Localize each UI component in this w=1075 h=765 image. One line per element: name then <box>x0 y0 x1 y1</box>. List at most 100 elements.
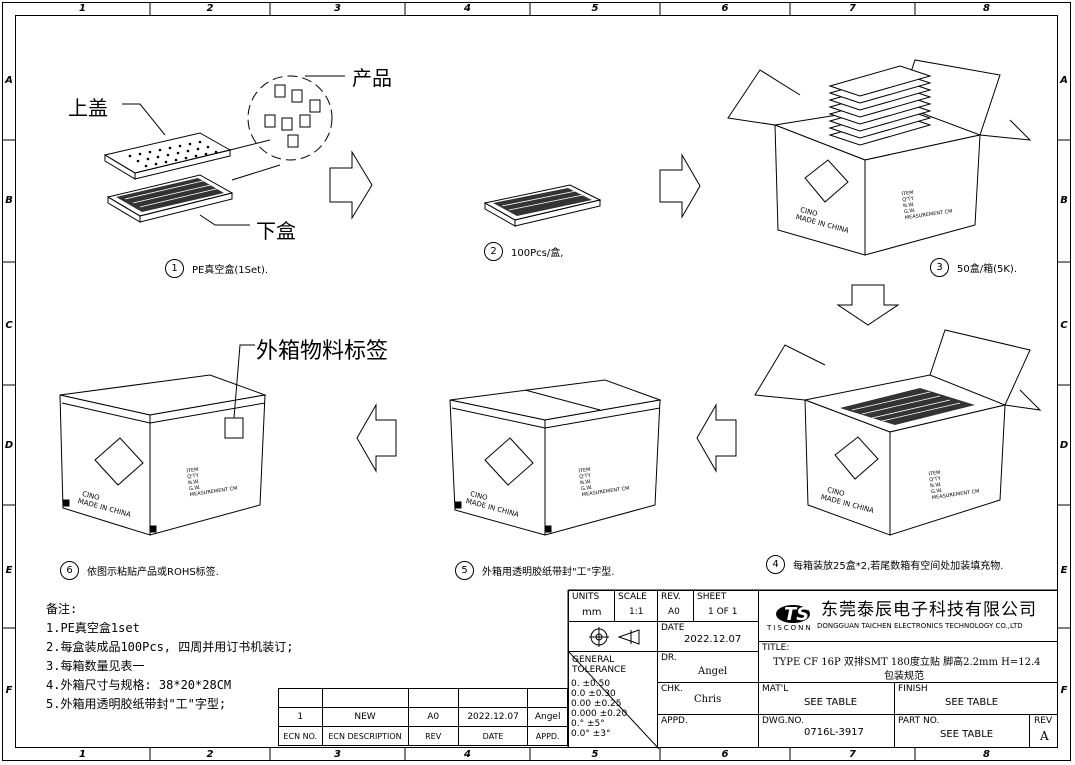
zone-row-right: E <box>1060 565 1068 576</box>
checked-cell: CHK. Chris <box>657 682 759 715</box>
drawn-cell: DR. Angel <box>657 651 759 683</box>
title-cell: TITLE: TYPE CF 16P 双排SMT 180度立贴 脚高2.2mm … <box>758 641 1058 683</box>
ecn-rev: A0 <box>407 707 459 727</box>
step-text: PE真空盒(1Set). <box>192 265 269 276</box>
label-sticker <box>224 417 244 439</box>
lid-tray-drawing <box>103 132 234 223</box>
zone-col-top: 1 <box>79 3 86 14</box>
revision-header: ECN NO. ECN DESCRIPTION REV DATE APPD. <box>278 726 568 746</box>
revision-letter-cell: REV A <box>1029 714 1058 748</box>
drawing-number-cell: DWG.NO. 0716L-3917 <box>758 714 895 748</box>
units-cell: UNITS mm <box>568 590 615 622</box>
finish-cell: FINISH SEE TABLE <box>894 682 1058 715</box>
svg-text:TS: TS <box>784 604 809 625</box>
zone-row-left: A <box>5 75 13 86</box>
company-logo-icon: TS <box>776 604 810 625</box>
company-cell: TS TISCONN 东莞泰辰电子科技有限公司 DONGGUAN TAICHEN… <box>758 590 1058 642</box>
rev-cell: REV. A0 <box>657 590 694 622</box>
zone-col-bottom: 8 <box>983 749 990 760</box>
step-2: 2 100Pcs/盒, <box>484 242 563 261</box>
bottom-box-label: 下盒 <box>256 219 296 243</box>
zone-col-bottom: 3 <box>334 749 341 760</box>
zone-col-top: 5 <box>591 3 599 14</box>
product-label: 产品 <box>352 66 392 90</box>
flow-arrows <box>329 150 900 473</box>
ecn-description: NEW <box>321 707 409 727</box>
material-cell: MAT'L SEE TABLE <box>758 682 895 715</box>
zone-col-top: 6 <box>721 3 729 14</box>
note-item: 3.每箱数量见表一 <box>46 659 145 673</box>
step-number: 2 <box>484 242 503 261</box>
step-5: 5 外箱用透明胶纸带封"工"字型. <box>455 561 614 580</box>
zone-col-bottom: 5 <box>591 749 599 760</box>
step-number: 3 <box>930 258 949 277</box>
step-3: 3 50盒/箱(5K). <box>930 258 1017 277</box>
zone-row-left: F <box>5 685 13 696</box>
note-item: 5.外箱用透明胶纸带封"工"字型; <box>46 697 227 711</box>
zone-col-bottom: 1 <box>79 749 86 760</box>
sealed-box-6 <box>59 344 267 536</box>
zone-col-top: 2 <box>206 3 214 14</box>
zone-col-bottom: 4 <box>464 749 471 760</box>
tolerance-cell: GENERAL TOLERANCE 0. ±0.50 0.0 ±0.30 0.0… <box>568 651 659 749</box>
header-appd: APPD. <box>527 726 568 746</box>
open-box-stack <box>727 59 1032 256</box>
zone-row-left: D <box>4 440 14 451</box>
step-6: 6 依图示粘贴产品或ROHS标签. <box>60 561 219 580</box>
third-angle-icon <box>589 627 640 647</box>
header-rev: REV <box>407 726 459 746</box>
projection-symbol <box>568 621 658 652</box>
company-name-en: DONGGUAN TAICHEN ELECTRONICS TECHNOLOGY … <box>817 622 1023 630</box>
logo-wordmark: TISCONN <box>767 624 813 632</box>
zone-col-bottom: 2 <box>206 749 214 760</box>
zone-row-right: A <box>1060 75 1068 86</box>
step-text: 50盒/箱(5K). <box>957 264 1017 275</box>
ecn-date: 2022.12.07 <box>457 707 529 727</box>
approved-cell: APPD. <box>657 714 759 748</box>
zone-col-top: 8 <box>983 3 990 14</box>
step-text: 每箱装放25盒*2,若尾数箱有空间处加装填充物. <box>793 561 1004 572</box>
zone-row-right: F <box>1060 685 1068 696</box>
tolerance-list: 0. ±0.50 0.0 ±0.30 0.00 ±0.25 0.000 ±0.2… <box>571 679 628 739</box>
ecn-number: 1 <box>278 707 323 727</box>
step-number: 5 <box>455 561 474 580</box>
zone-col-top: 7 <box>849 3 856 14</box>
sealed-box-5 <box>449 379 662 536</box>
header-description: ECN DESCRIPTION <box>321 726 409 746</box>
zone-col-top: 4 <box>464 3 471 14</box>
zone-row-right: C <box>1060 320 1068 331</box>
step-text: 依图示粘贴产品或ROHS标签. <box>87 567 219 578</box>
zone-row-left: E <box>5 565 13 576</box>
zone-col-bottom: 7 <box>849 749 856 760</box>
product-connectors <box>264 84 321 148</box>
sheet-cell: SHEET 1 OF 1 <box>693 590 759 622</box>
open-box-partial <box>754 329 1042 536</box>
zone-row-right: D <box>1059 440 1069 451</box>
outer-label-caption: 外箱物料标签 <box>256 339 389 364</box>
zone-col-top: 3 <box>334 3 341 14</box>
note-item: 1.PE真空盒1set <box>46 621 140 635</box>
company-name-cn: 东莞泰辰电子科技有限公司 <box>821 600 1037 620</box>
header-date: DATE <box>457 726 529 746</box>
notes-block: 备注: 1.PE真空盒1set 2.每盒装成品100Pcs, 四周并用订书机装订… <box>46 600 293 714</box>
part-number-cell: PART NO. SEE TABLE <box>894 714 1030 748</box>
zone-row-left: B <box>5 195 13 206</box>
scale-cell: SCALE 1:1 <box>614 590 658 622</box>
date-cell: DATE 2022.12.07 <box>657 621 759 652</box>
zone-row-right: B <box>1060 195 1068 206</box>
inner-frame <box>15 15 1058 748</box>
step-number: 6 <box>60 561 79 580</box>
revision-row: 1 NEW A0 2022.12.07 Angel <box>278 707 568 727</box>
note-item: 2.每盒装成品100Pcs, 四周并用订书机装订; <box>46 640 294 654</box>
step-text: 外箱用透明胶纸带封"工"字型. <box>482 567 615 578</box>
drawing-subtitle: 包装规范 <box>884 671 924 682</box>
zone-col-bottom: 6 <box>721 749 729 760</box>
single-tray-drawing <box>483 184 602 227</box>
revision-table: 1 NEW A0 2022.12.07 Angel ECN NO. ECN DE… <box>278 688 568 746</box>
step-text: 100Pcs/盒, <box>511 248 564 259</box>
zone-row-left: C <box>5 320 13 331</box>
